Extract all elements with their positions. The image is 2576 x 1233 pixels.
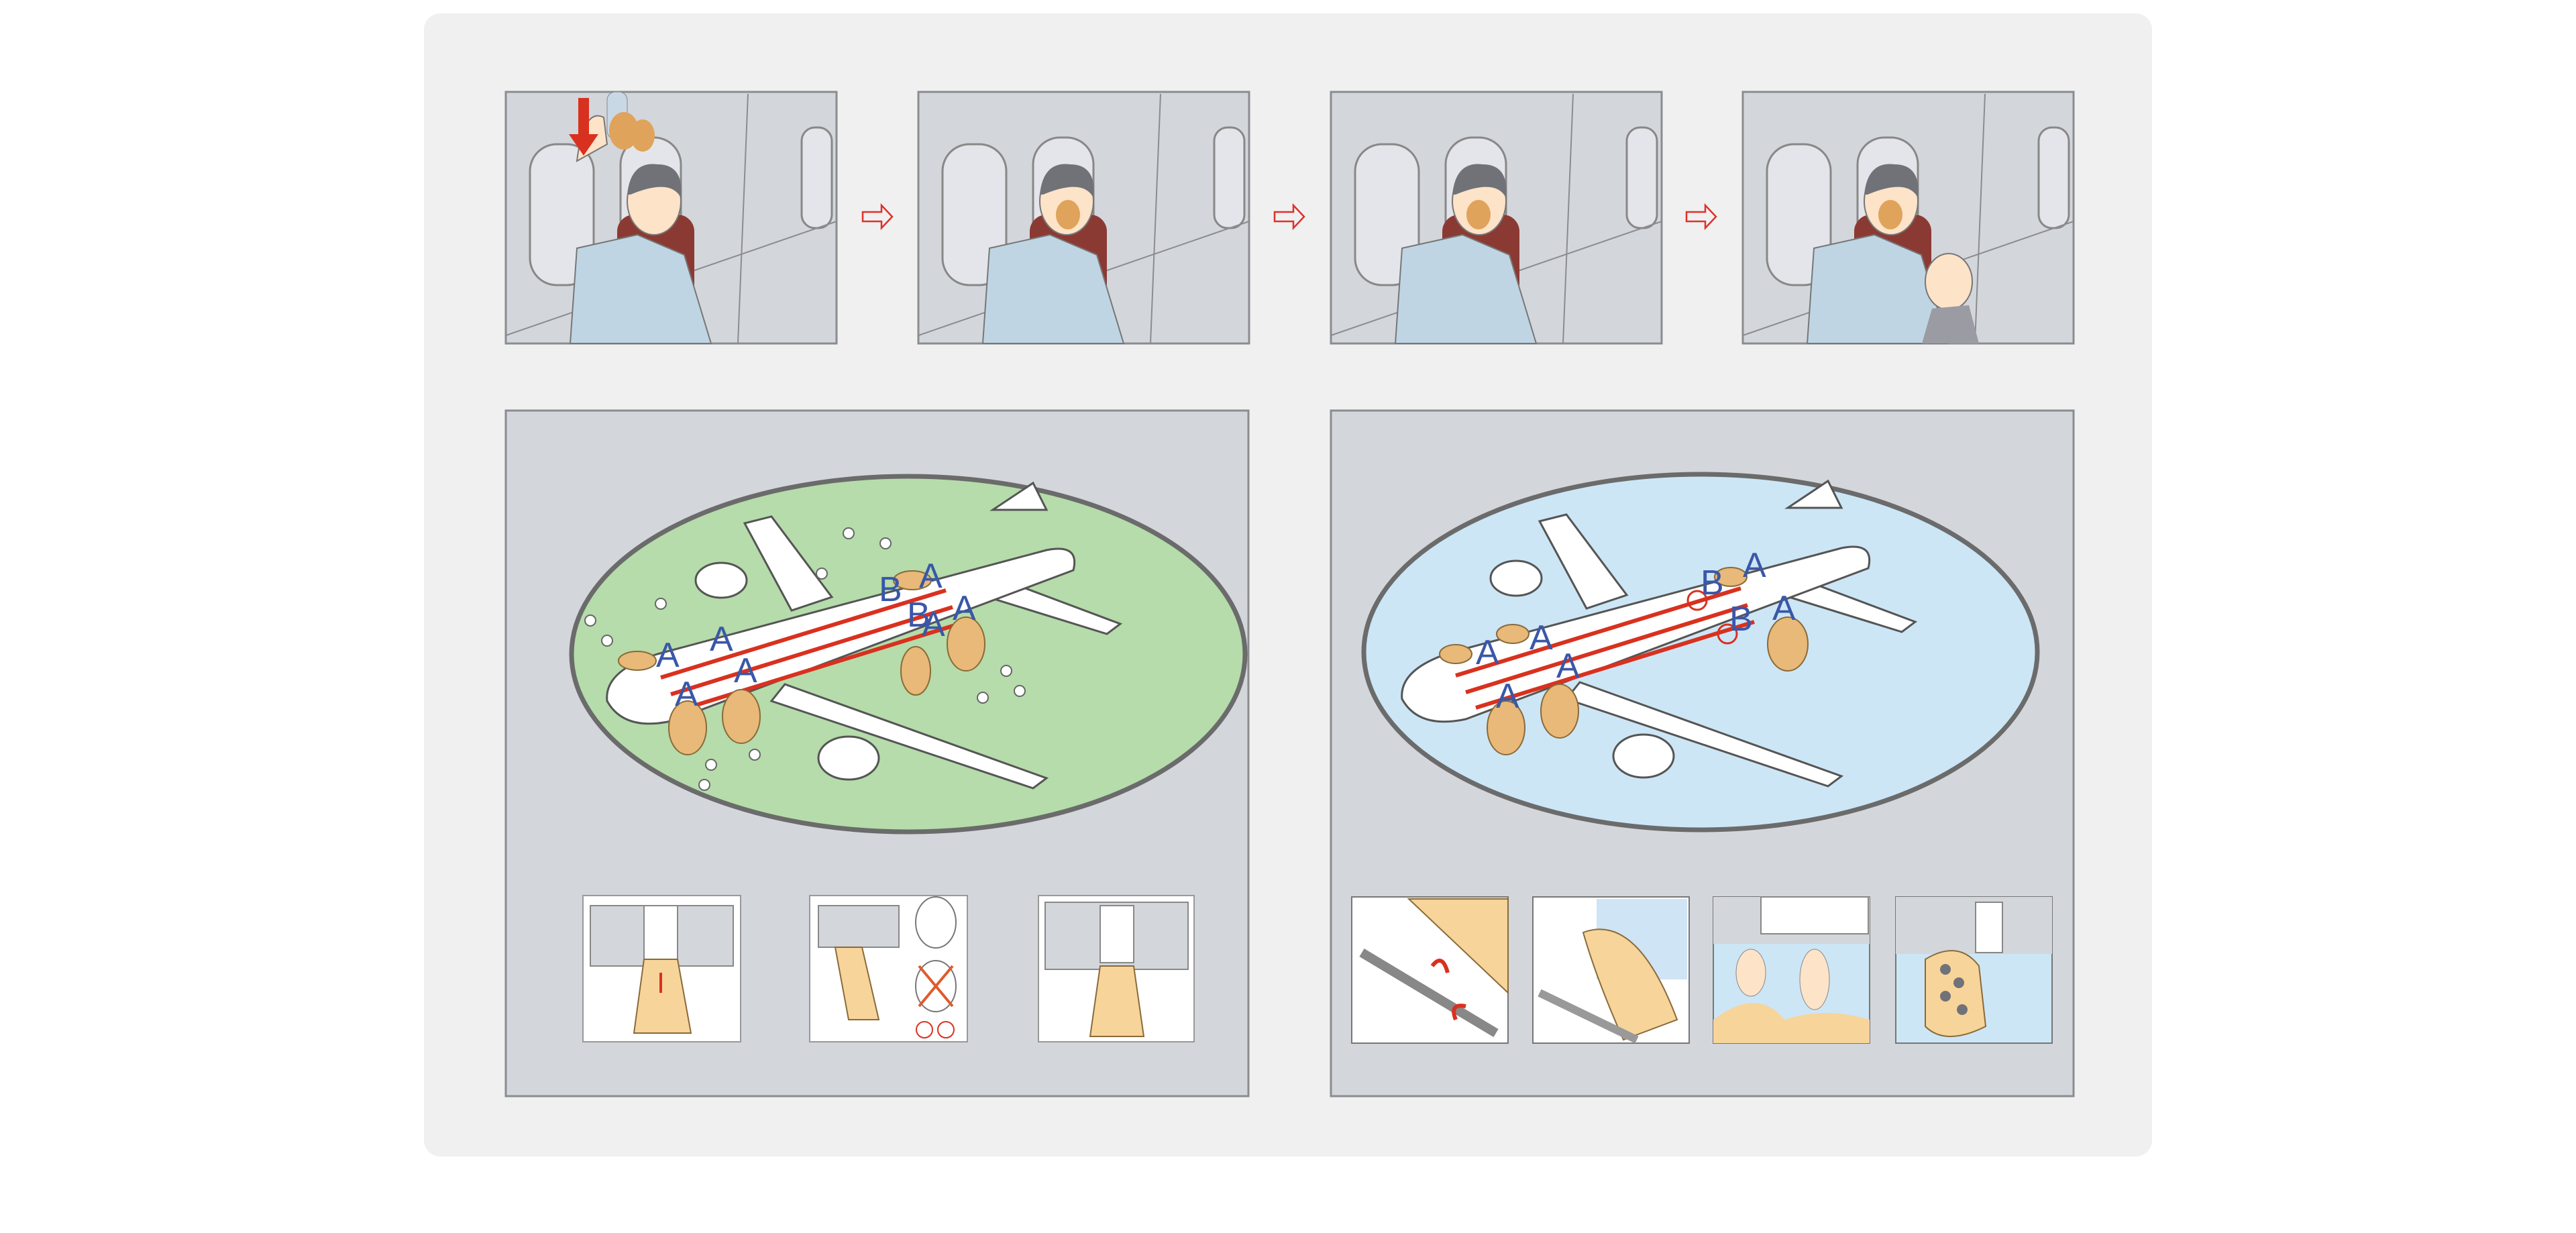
next-arrow-icon	[861, 203, 894, 231]
exit-label: B	[1729, 600, 1753, 639]
next-arrow-icon	[1685, 203, 1717, 231]
raft-card-cut-line	[1713, 896, 1870, 1044]
land-evacuation-panel: A A A A A A A B B	[504, 409, 1250, 1097]
oxygen-step-3	[1330, 91, 1663, 345]
step-arrows	[861, 203, 1717, 231]
slide-card-sit	[809, 895, 968, 1042]
life-rafts	[1439, 567, 1809, 755]
exit-labels: A A A A A A A B B	[656, 557, 976, 714]
exit-label: A	[1529, 619, 1553, 657]
pull-down-arrow-icon	[569, 98, 598, 156]
oxygen-step-2	[917, 91, 1250, 345]
exit-label: B	[1701, 564, 1724, 602]
blocked-exit-icons	[1686, 590, 1738, 645]
mask-icon	[606, 91, 655, 152]
exit-label: A	[734, 651, 757, 690]
exit-label: A	[1496, 677, 1519, 716]
exit-label: A	[675, 675, 698, 714]
exit-labels: A A A A A A B B	[1476, 546, 1796, 716]
exit-label: B	[879, 570, 902, 609]
exit-label: A	[922, 605, 945, 644]
oxygen-step-1	[504, 91, 838, 345]
oxygen-step-4	[1741, 91, 2075, 345]
raft-card-detach	[1532, 896, 1690, 1044]
evacuation-slides	[618, 570, 985, 755]
airplane-icon	[606, 481, 1123, 790]
exit-label: A	[710, 620, 733, 659]
exit-label: A	[1476, 633, 1499, 672]
raft-card-release	[1351, 896, 1509, 1044]
masks-on-faces	[1056, 200, 1979, 343]
slide-cards	[582, 895, 1195, 1042]
exit-label: A	[656, 636, 680, 675]
exit-label: B	[907, 596, 930, 635]
water-evacuation-panel: A A A A A A B B	[1330, 409, 2075, 1097]
exit-label: A	[1772, 589, 1796, 628]
slide-card-jump	[582, 895, 741, 1042]
slide-card-double	[1038, 895, 1195, 1042]
exit-label: A	[953, 589, 976, 628]
exit-label: A	[919, 557, 943, 596]
exit-label: A	[1556, 647, 1580, 686]
raft-cards	[1351, 896, 2053, 1044]
next-arrow-icon	[1273, 203, 1305, 231]
raft-card-board	[1895, 896, 2053, 1044]
oxygen-step-panels	[504, 91, 2075, 345]
exit-label: A	[1743, 546, 1766, 585]
evacuees	[584, 527, 1026, 791]
